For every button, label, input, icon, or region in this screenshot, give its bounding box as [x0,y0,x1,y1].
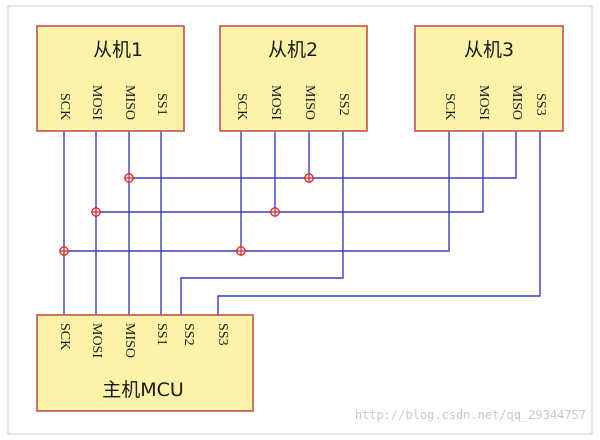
pin-label: SS1 [154,323,169,346]
pin-label: SS1 [154,93,169,116]
pin-label: MISO [122,85,137,120]
junction-dots [59,173,314,256]
slave-title: 从机1 [93,39,143,61]
pin-label: MISO [122,323,137,358]
pin-label: SS3 [533,93,548,116]
wire-ss2 [180,131,344,315]
pin-label: SCK [442,93,457,120]
wire-slave3-mosi [275,131,484,213]
pin-label: SS2 [181,323,196,346]
slave-box-1: 从机1 SCK MOSI MISO SS1 [36,25,185,132]
slave-box-1-body [36,25,185,132]
wires [63,131,541,315]
pin-label: MISO [509,85,524,120]
pin-label: MOSI [268,85,283,120]
slave-title: 从机2 [268,39,318,61]
junction-dot [124,173,134,183]
junction-dot [270,207,280,217]
junction-dot [59,246,69,256]
pin-label: SCK [57,323,72,350]
pin-label: SCK [234,93,249,120]
pin-label: MOSI [89,323,104,358]
pin-label: MOSI [476,85,491,120]
wire-slave3-sck [241,131,450,252]
slave-box-3-body [414,25,564,132]
wire-ss3 [217,131,541,315]
junction-dot [236,246,246,256]
pin-label: MOSI [89,85,104,120]
wire-slave2-miso [129,131,310,179]
pin-label: SS3 [215,323,230,346]
wire-slave3-miso [309,131,517,179]
junction-dot [91,207,101,217]
slave-box-3: 从机3 SCK MOSI MISO SS3 [414,25,564,132]
pin-label: SS2 [336,93,351,116]
slave-title: 从机3 [464,39,514,61]
wire-slave2-sck [64,131,242,252]
wire-slave2-mosi [96,131,276,213]
diagram-frame [7,5,593,435]
pin-label: MISO [302,85,317,120]
watermark-text: http://blog.csdn.net/qq_29344757 [355,408,586,422]
master-title: 主机MCU [102,379,184,401]
slave-box-2: 从机2 SCK MOSI MISO SS2 [219,25,368,132]
slave-box-2-body [219,25,368,132]
junction-dot [304,173,314,183]
master-box-body [36,314,254,412]
pin-label: SCK [57,93,72,120]
master-box: SCK MOSI MISO SS1 SS2 SS3 主机MCU [36,314,254,412]
